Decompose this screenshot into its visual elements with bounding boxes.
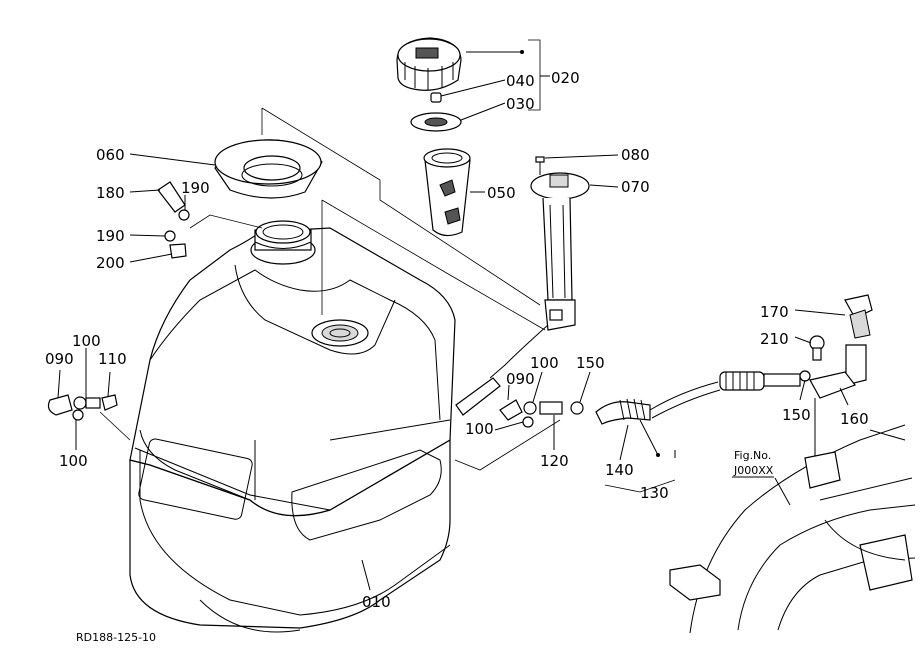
- fuel-tank: [129, 220, 456, 633]
- label-180: 180: [96, 184, 125, 202]
- label-150-a: 150: [576, 354, 605, 372]
- label-100-mid-bottom: 100: [465, 420, 494, 438]
- label-020: 020: [551, 69, 580, 87]
- valve-bracket: [799, 294, 873, 470]
- label-070: 070: [621, 178, 650, 196]
- label-100-left-top: 100: [72, 332, 101, 350]
- label-140: 140: [605, 461, 634, 479]
- fuel-sender-070: [455, 172, 590, 416]
- label-010: 010: [362, 593, 391, 611]
- label-110: 110: [98, 350, 127, 368]
- label-030: 030: [506, 95, 535, 113]
- hose-140: [595, 371, 801, 425]
- leader-lines: [57, 39, 849, 591]
- label-170: 170: [760, 303, 789, 321]
- fig-no-number: J000XX: [733, 464, 774, 477]
- fig-no-label: Fig.No.: [734, 449, 771, 462]
- drawing-code: RD188-125-10: [76, 631, 156, 644]
- label-060: 060: [96, 146, 125, 164]
- label-130: 130: [640, 484, 669, 502]
- gasket-040: [430, 92, 442, 103]
- label-200: 200: [96, 254, 125, 272]
- frame-outline: [669, 424, 916, 634]
- label-090-left: 090: [45, 350, 74, 368]
- label-150-b: 150: [782, 406, 811, 424]
- fuel-cap: [396, 37, 462, 91]
- washer-030: [410, 112, 462, 132]
- label-050: 050: [487, 184, 516, 202]
- label-210: 210: [760, 330, 789, 348]
- strainer-050: [423, 148, 471, 237]
- fill-cup-060: [214, 139, 323, 199]
- part-labels: 020 040 030 050 060 080 070 180 190 190 …: [45, 69, 869, 644]
- assembly-lines: [99, 107, 561, 471]
- screw-080: [535, 156, 545, 175]
- label-190-a: 190: [181, 179, 210, 197]
- label-160: 160: [840, 410, 869, 428]
- label-080: 080: [621, 146, 650, 164]
- label-100-left-bottom: 100: [59, 452, 88, 470]
- mid-fittings: [499, 399, 584, 428]
- label-040: 040: [506, 72, 535, 90]
- label-100-mid-top: 100: [530, 354, 559, 372]
- label-120: 120: [540, 452, 569, 470]
- left-fittings: [47, 394, 118, 421]
- label-190-b: 190: [96, 227, 125, 245]
- label-090-mid: 090: [506, 370, 535, 388]
